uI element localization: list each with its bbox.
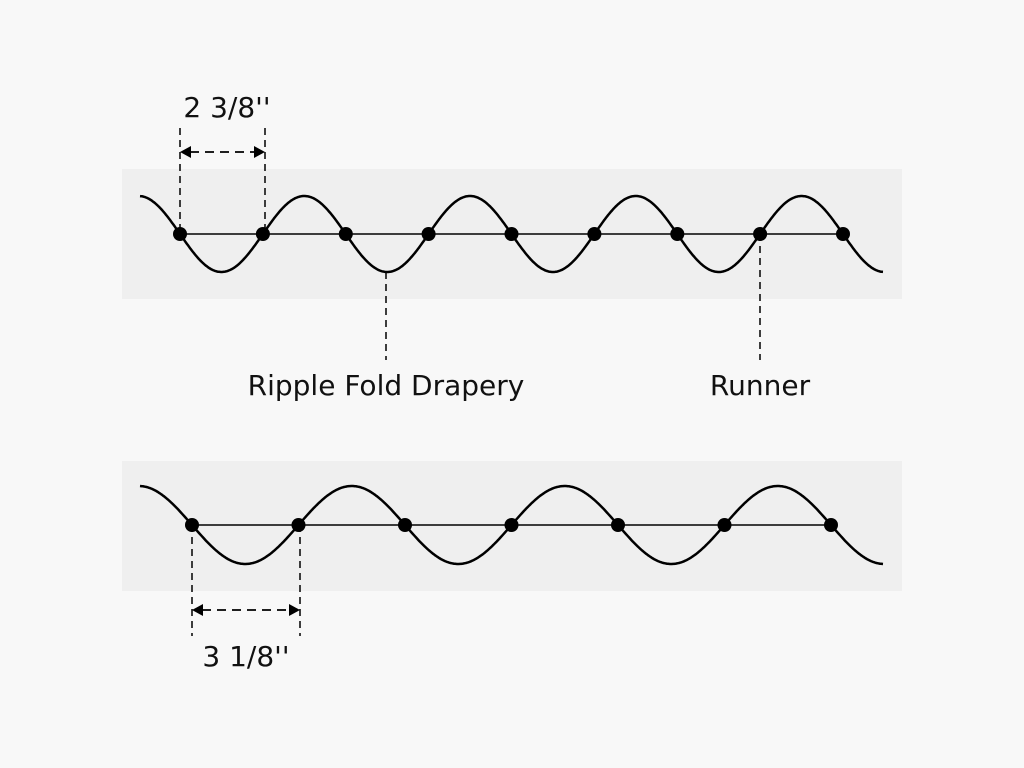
runner-dot [338,227,353,241]
runner-dot [255,227,270,241]
bottom-dimension-arrow-left [192,604,203,616]
runner-dot [824,518,838,532]
bottom-spacing-dimension: 3 1/8'' [191,525,301,673]
top-spacing-label: 2 3/8'' [183,91,270,124]
bottom-panel: 3 1/8'' [122,461,902,673]
runner-dot [611,518,625,532]
runner-label: Runner [710,369,811,402]
runner-dot [173,227,187,241]
bottom-runners [185,518,838,532]
runner-dot [398,518,412,532]
top-spacing-dimension: 2 3/8'' [179,91,271,234]
fabric-callout: Ripple Fold Drapery [248,272,525,402]
runner-callout: Runner [710,234,811,402]
runner-dot [291,518,306,532]
top-panel: 2 3/8'' Ripple Fold Drapery Runner [122,91,902,402]
fabric-label: Ripple Fold Drapery [248,369,525,402]
bottom-spacing-label: 3 1/8'' [202,640,289,673]
runner-dot [504,518,519,532]
runner-dot [717,518,732,532]
runner-dot [670,227,685,241]
top-dimension-arrow-left [180,146,191,158]
runner-dot [421,227,436,241]
runner-dot [504,227,519,241]
runner-dot [587,227,602,241]
top-runners [173,227,850,241]
top-dimension-arrow-right [254,146,265,158]
runner-dot [836,227,850,241]
bottom-dimension-arrow-right [289,604,300,616]
